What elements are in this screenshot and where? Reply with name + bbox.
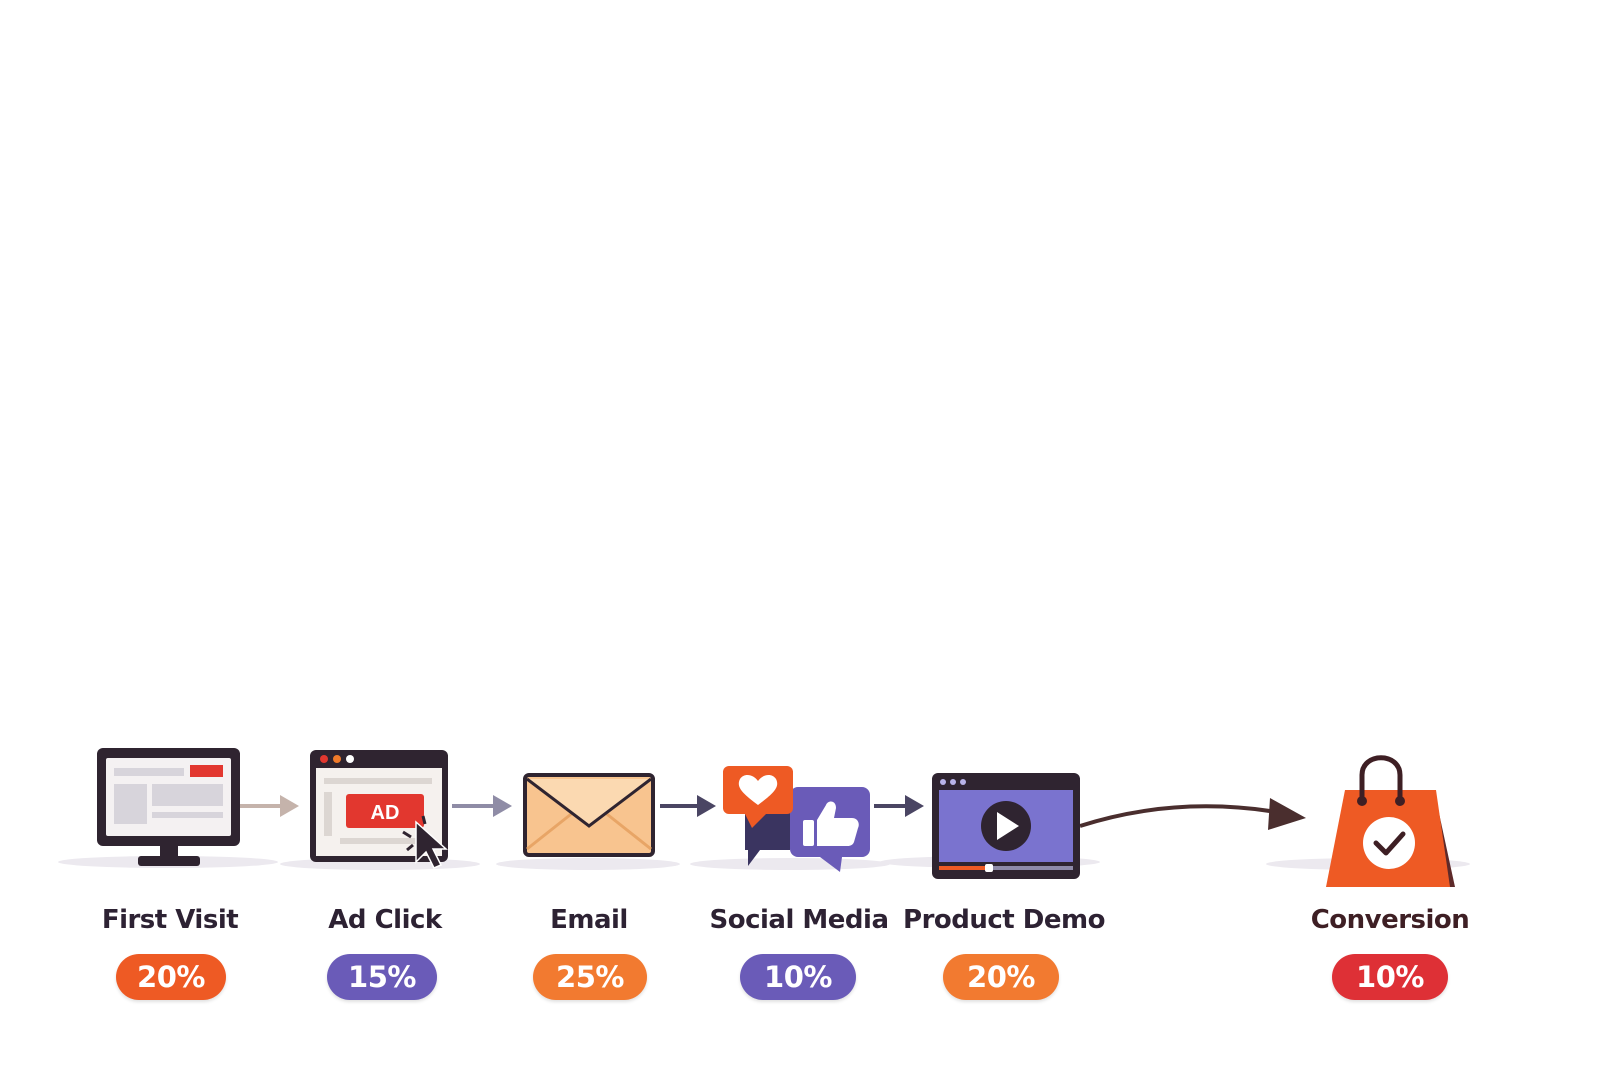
- envelope-icon: [523, 773, 655, 857]
- ad-click-browser-icon: AD: [310, 750, 448, 869]
- stage-share-badge-conversion: 10%: [1332, 954, 1448, 1000]
- ad-text: AD: [371, 802, 400, 824]
- ground-shadows: [58, 856, 1470, 870]
- stage-label-conversion: Conversion: [1310, 905, 1470, 935]
- arrow-social-media-to-product-demo: [874, 795, 924, 817]
- desktop-monitor-icon: [97, 748, 240, 866]
- stage-share-badge-first-visit: 20%: [116, 954, 226, 1000]
- arrow-email-to-social-media: [660, 795, 716, 817]
- arrow-product-demo-to-conversion: [1079, 798, 1306, 830]
- stage-share-badge-email: 25%: [533, 954, 647, 1000]
- stage-label-social-media: Social Media: [709, 905, 890, 935]
- stage-label-ad-click: Ad Click: [328, 905, 442, 935]
- arrow-first-visit-to-ad-click: [238, 795, 299, 817]
- social-bubbles-icon: [723, 766, 870, 872]
- stage-label-product-demo: Product Demo: [903, 905, 1105, 935]
- stage-share-badge-ad-click: 15%: [327, 954, 437, 1000]
- arrow-ad-click-to-email: [452, 795, 512, 817]
- stage-share-badge-product-demo: 20%: [943, 954, 1059, 1000]
- video-player-icon: [932, 773, 1080, 879]
- stage-label-first-visit: First Visit: [101, 905, 239, 935]
- shopping-bag-check-icon: [1326, 755, 1455, 887]
- stage-share-badge-social-media: 10%: [740, 954, 856, 1000]
- stage-label-email: Email: [550, 905, 628, 935]
